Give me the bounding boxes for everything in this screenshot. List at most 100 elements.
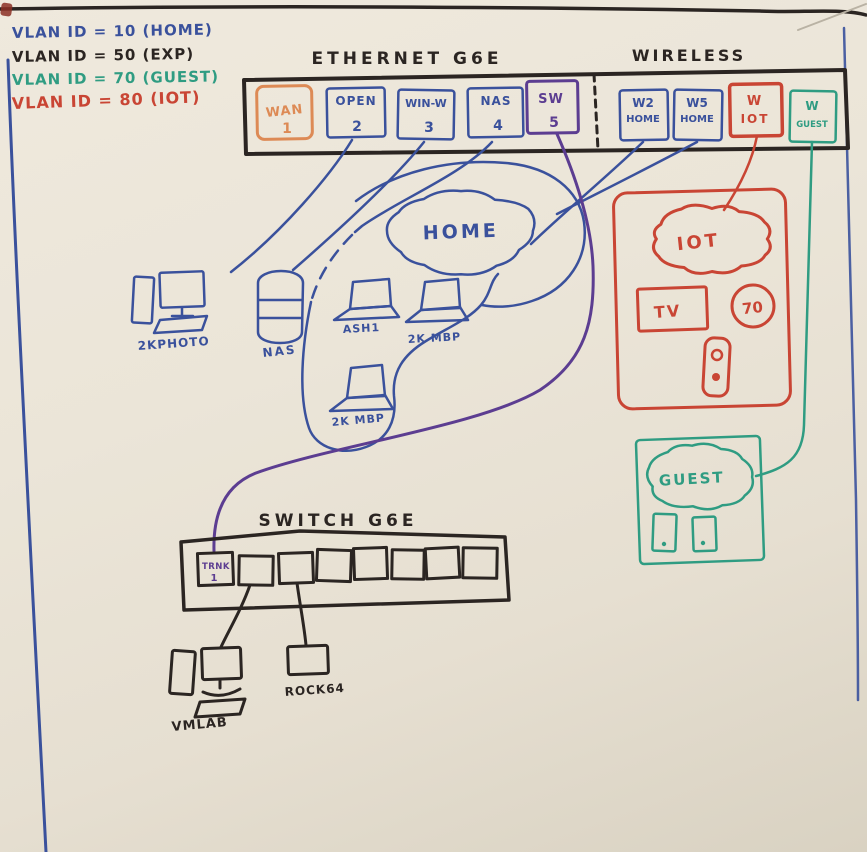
- guest-zone-outline: [634, 434, 766, 566]
- switch-port: [314, 547, 354, 584]
- switch-port: [351, 545, 390, 582]
- svg-text:W5: W5: [686, 96, 708, 110]
- board-corner-edge: [797, 3, 867, 31]
- laptop-ash1-label: ASH1: [342, 321, 380, 336]
- port-w-iot: W IOT: [727, 81, 785, 139]
- switch-port: [237, 554, 275, 587]
- iot-cloud-outline: [652, 203, 772, 275]
- link-wguest-to-guest-cloud: [754, 140, 814, 478]
- home-boundary-loop-segment: [301, 272, 500, 452]
- svg-text:W: W: [805, 99, 818, 113]
- corner-red-mark: [0, 2, 13, 17]
- laptop-2kmbp-lower-label: 2K MBP: [331, 411, 385, 429]
- link-sw5-trunk-to-switch: [212, 132, 595, 553]
- vlan-legend: VLAN ID = 10 (HOME) VLAN ID = 50 (EXP) V…: [11, 20, 219, 113]
- port-w2-home: W2 HOME: [618, 88, 670, 142]
- link-winw3-to-nas: [291, 140, 426, 272]
- tower-icon: [168, 648, 197, 697]
- switch-port-trunk: TRNK 1: [195, 550, 236, 588]
- svg-text:GUEST: GUEST: [796, 120, 828, 130]
- svg-text:IOT: IOT: [741, 112, 770, 126]
- svg-text:4: 4: [493, 118, 503, 134]
- iot-zone: IOT TV 70: [612, 187, 792, 411]
- svg-text:OPEN: OPEN: [335, 94, 376, 108]
- port-nas-4: NAS 4: [466, 86, 525, 139]
- ethernet-wireless-divider: [592, 72, 600, 152]
- nas-device: NAS: [256, 269, 305, 360]
- laptop-2kmbp-lower: 2K MBP: [328, 363, 395, 429]
- nas-cylinder-icon: [256, 269, 305, 345]
- switch-port: [276, 550, 316, 586]
- port-w5-home: W5 HOME: [672, 88, 724, 142]
- svg-text:WAN: WAN: [265, 102, 304, 121]
- svg-text:HOME: HOME: [680, 114, 714, 125]
- remote-button-icon: [710, 348, 724, 362]
- phone-button-icon: [661, 541, 667, 547]
- trunk-port-number: 1: [211, 573, 218, 584]
- nas-label: NAS: [262, 343, 297, 360]
- rock64-board-icon: [286, 643, 330, 677]
- iot-zone-outline: [612, 187, 792, 411]
- guest-cloud-label: GUEST: [658, 468, 725, 489]
- remote-icon: [701, 336, 732, 398]
- switch-port: [423, 545, 462, 581]
- link-wiot-to-iot-cloud: [722, 134, 759, 212]
- iot-badge-value: 70: [741, 298, 764, 318]
- keyboard-icon: [152, 314, 209, 335]
- switch-port: [461, 546, 499, 580]
- keyboard-icon: [193, 697, 247, 719]
- board-left-border-line: [6, 58, 48, 852]
- iot-badge-circle: [730, 283, 776, 329]
- link-w5-to-home-cloud: [555, 140, 699, 216]
- trunk-port-label: TRNK: [202, 562, 230, 572]
- svg-text:2: 2: [352, 119, 362, 135]
- home-network-boundary: HOME: [301, 140, 586, 452]
- workstation-vmlab: VMLAB: [168, 645, 247, 735]
- tv-icon: [635, 285, 710, 333]
- laptop-screen-icon: [419, 277, 462, 312]
- tower-icon: [130, 275, 156, 325]
- link-w2-to-home-cloud: [529, 140, 645, 246]
- home-cloud-outer-ring: [354, 160, 586, 308]
- iot-cloud-label: IOT: [676, 230, 721, 255]
- board-right-border-line: [842, 26, 860, 702]
- link-open2-to-2kphoto: [229, 138, 354, 274]
- board-top-edge-line: [0, 5, 867, 17]
- tv-label: TV: [653, 301, 682, 322]
- home-cloud-label: HOME: [422, 220, 499, 245]
- port-w-guest: W GUEST: [788, 89, 838, 144]
- port-sw-5: SW 5: [525, 79, 580, 135]
- svg-text:3: 3: [424, 120, 434, 136]
- router: WAN 1 OPEN 2 WIN-W 3 NAS 4 SW 5 W2 HOME: [242, 68, 850, 156]
- router-chassis-outline: [242, 68, 850, 156]
- legend-line-home: VLAN ID = 10 (HOME): [12, 20, 213, 42]
- laptop-2kmbp-upper: 2K MBP: [404, 277, 470, 346]
- phone-icon: [651, 512, 678, 553]
- link-switch-to-vmlab: [219, 583, 252, 649]
- laptop-2kmbp-upper-label: 2K MBP: [407, 330, 461, 346]
- legend-line-guest: VLAN ID = 70 (GUEST): [12, 67, 219, 89]
- ethernet-title: ETHERNET G6E: [312, 49, 503, 69]
- home-cloud-outline: [385, 189, 536, 276]
- monitor-icon: [158, 270, 206, 309]
- switch: SWITCH G6E TRNK 1: [179, 511, 511, 612]
- remote-dot-icon: [712, 373, 720, 381]
- workstation-2kphoto: 2KPHOTO: [130, 270, 210, 353]
- svg-text:5: 5: [549, 115, 559, 131]
- monitor-icon: [200, 645, 243, 682]
- svg-text:1: 1: [282, 121, 292, 137]
- svg-text:NAS: NAS: [481, 94, 512, 108]
- home-boundary-dashed-segment: [309, 233, 354, 304]
- port-open-2: OPEN 2: [325, 86, 387, 139]
- guest-zone: GUEST: [634, 434, 766, 566]
- switch-port: [390, 548, 426, 581]
- phone-icon: [691, 515, 718, 553]
- laptop-base-icon: [332, 304, 401, 322]
- laptop-ash1: ASH1: [332, 277, 401, 336]
- workstation-label: 2KPHOTO: [137, 334, 210, 353]
- laptop-base-icon: [404, 305, 470, 324]
- rock64-label: ROCK64: [284, 681, 345, 699]
- guest-cloud-outline: [645, 442, 755, 511]
- svg-text:HOME: HOME: [626, 114, 660, 125]
